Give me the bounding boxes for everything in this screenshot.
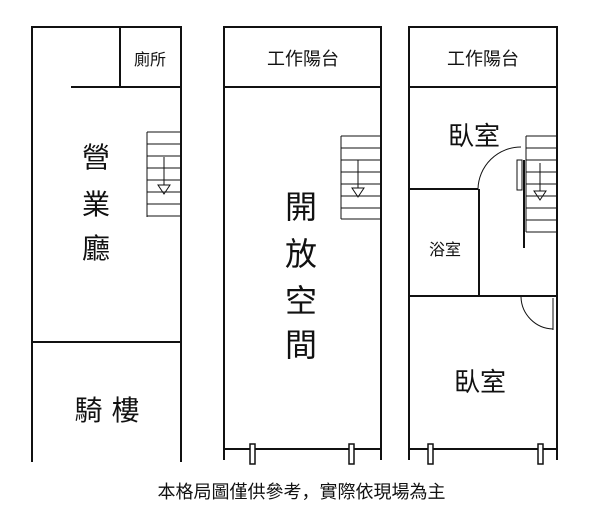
- open-space-char-3: 空: [285, 282, 317, 320]
- window-marks-3: [427, 443, 544, 465]
- open-space-char-1: 開: [285, 188, 317, 226]
- floor-plan-unit-1: [31, 26, 182, 462]
- staircase-2: [340, 135, 380, 220]
- business-hall-char-3: 廳: [82, 232, 110, 265]
- staircase-1: [146, 131, 180, 217]
- disclaimer-caption: 本格局圖僅供參考，實際依現場為主: [157, 482, 446, 503]
- open-space-char-4: 間: [285, 326, 317, 364]
- business-hall-char-2: 業: [82, 188, 110, 221]
- window-marks-2: [249, 443, 355, 465]
- door-upper: [477, 146, 523, 191]
- bedroom-top-label: 臥室: [448, 122, 500, 152]
- business-hall-char-1: 營: [82, 141, 110, 174]
- bathroom-label: 浴室: [429, 240, 461, 259]
- arcade-label: 騎 樓: [75, 394, 140, 427]
- staircase-3: [525, 135, 556, 233]
- balcony-label-2: 工作陽台: [267, 49, 339, 70]
- door-lower: [520, 296, 554, 330]
- bedroom-bottom-label: 臥室: [454, 368, 506, 398]
- toilet-label: 廁所: [134, 50, 166, 69]
- balcony-label-3: 工作陽台: [447, 49, 519, 70]
- open-space-char-2: 放: [285, 235, 317, 273]
- floor-plan-unit-3: [408, 26, 558, 460]
